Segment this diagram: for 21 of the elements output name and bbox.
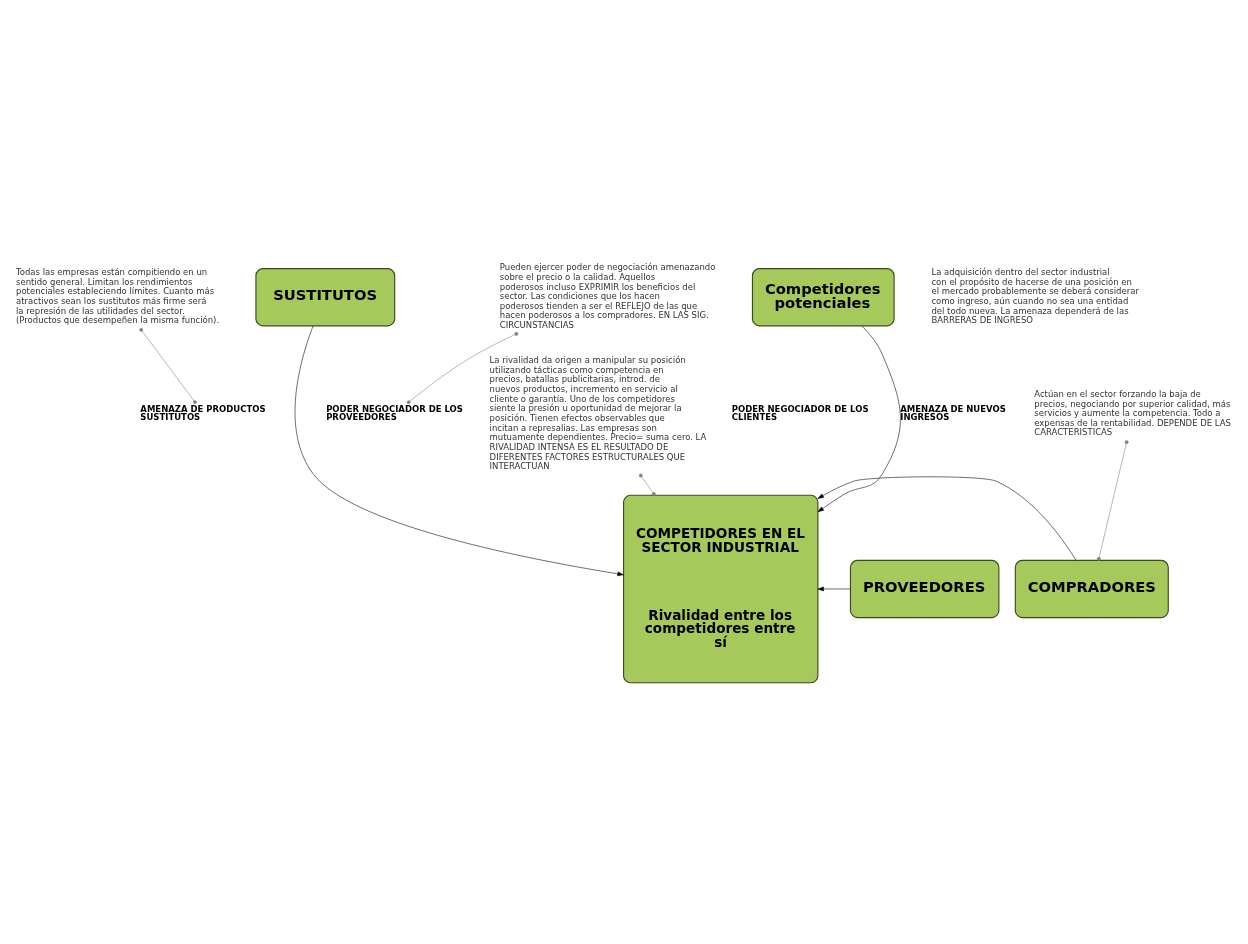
arrow — [294, 325, 624, 577]
node-text: Pueden ejercer poder de negociación amenazando sobre el precio o la calidad. Aquellos poderosos incluso EXPRIMIR los beneficios del sector. Las condiciones que los hacen poderosos tienden a ser el REFLEJO de las que hacen poderosos a los compradores. EN LAS SIG. CIRCUNSTANCIAS — [499, 262, 716, 331]
arrow — [817, 325, 901, 513]
connector — [1096, 440, 1129, 561]
node-text: La adquisición dentro del sector industrial con el propósito de hacerse de una posición en el mercado probablemente se deberá considerar como ingreso, aún cuando no sea una entidad del todo nueva. La amenaza dependerá de las BARRERAS DE INGRESO — [931, 267, 1139, 326]
label: PODER NEGOCIADOR DE LOS CLIENTES — [731, 403, 869, 423]
node-text: La rivalidad da origen a manipular su posición utilizando tácticas como competencia en precios, batallas publicitarias, introd. de nuevos productos, incremento en servicio al cliente o garantía. Uno de los competidores siente la presión u oportunidad de mejorar la posición. Tienen efectos observables que incitan a represalias. Las empresas son mutuamente dependientes. Precio= suma cero. LA RIVALIDAD INTENSA ES EL RESULTADO DE DIFERENTES FACTORES ESTRUCTURALES QUE INTERACTUAN — [489, 355, 707, 472]
connector — [406, 332, 519, 405]
node-text: Actúan en el sector forzando la baja de precios, negociando por superior calidad, más servicios y aumente la competencia. Todo a expensas de la rentabilidad. DEPENDE DE LAS CARACTERISTICAS — [1034, 388, 1231, 438]
arrow — [817, 586, 851, 592]
node-box: COMPRADORES — [1014, 559, 1169, 619]
connector — [139, 327, 197, 404]
node-box: PROVEEDORES — [849, 559, 1000, 619]
node-text: Todas las empresas están compitiendo en un sentido general. Limitan los rendimientos potenciales estableciendo límites. Cuanto más atractivos sean los sustitutos más firme será la represión de las utilidades del sector. (Productos que desempeñen la misma función). — [16, 267, 220, 326]
node-text: PODER NEGOCIADOR DE LOS PROVEEDORES — [326, 403, 463, 423]
node-box: SUSTITUTOS — [255, 268, 396, 327]
node-box: Competidores potenciales — [751, 268, 895, 327]
connector — [638, 473, 656, 496]
edge-label: AMENAZA DE NUEVOS INGRESOS — [900, 403, 1006, 423]
arrow — [817, 476, 1077, 561]
node-text: AMENAZA DE PRODUCTOS SUSTITUTOS — [140, 403, 266, 423]
